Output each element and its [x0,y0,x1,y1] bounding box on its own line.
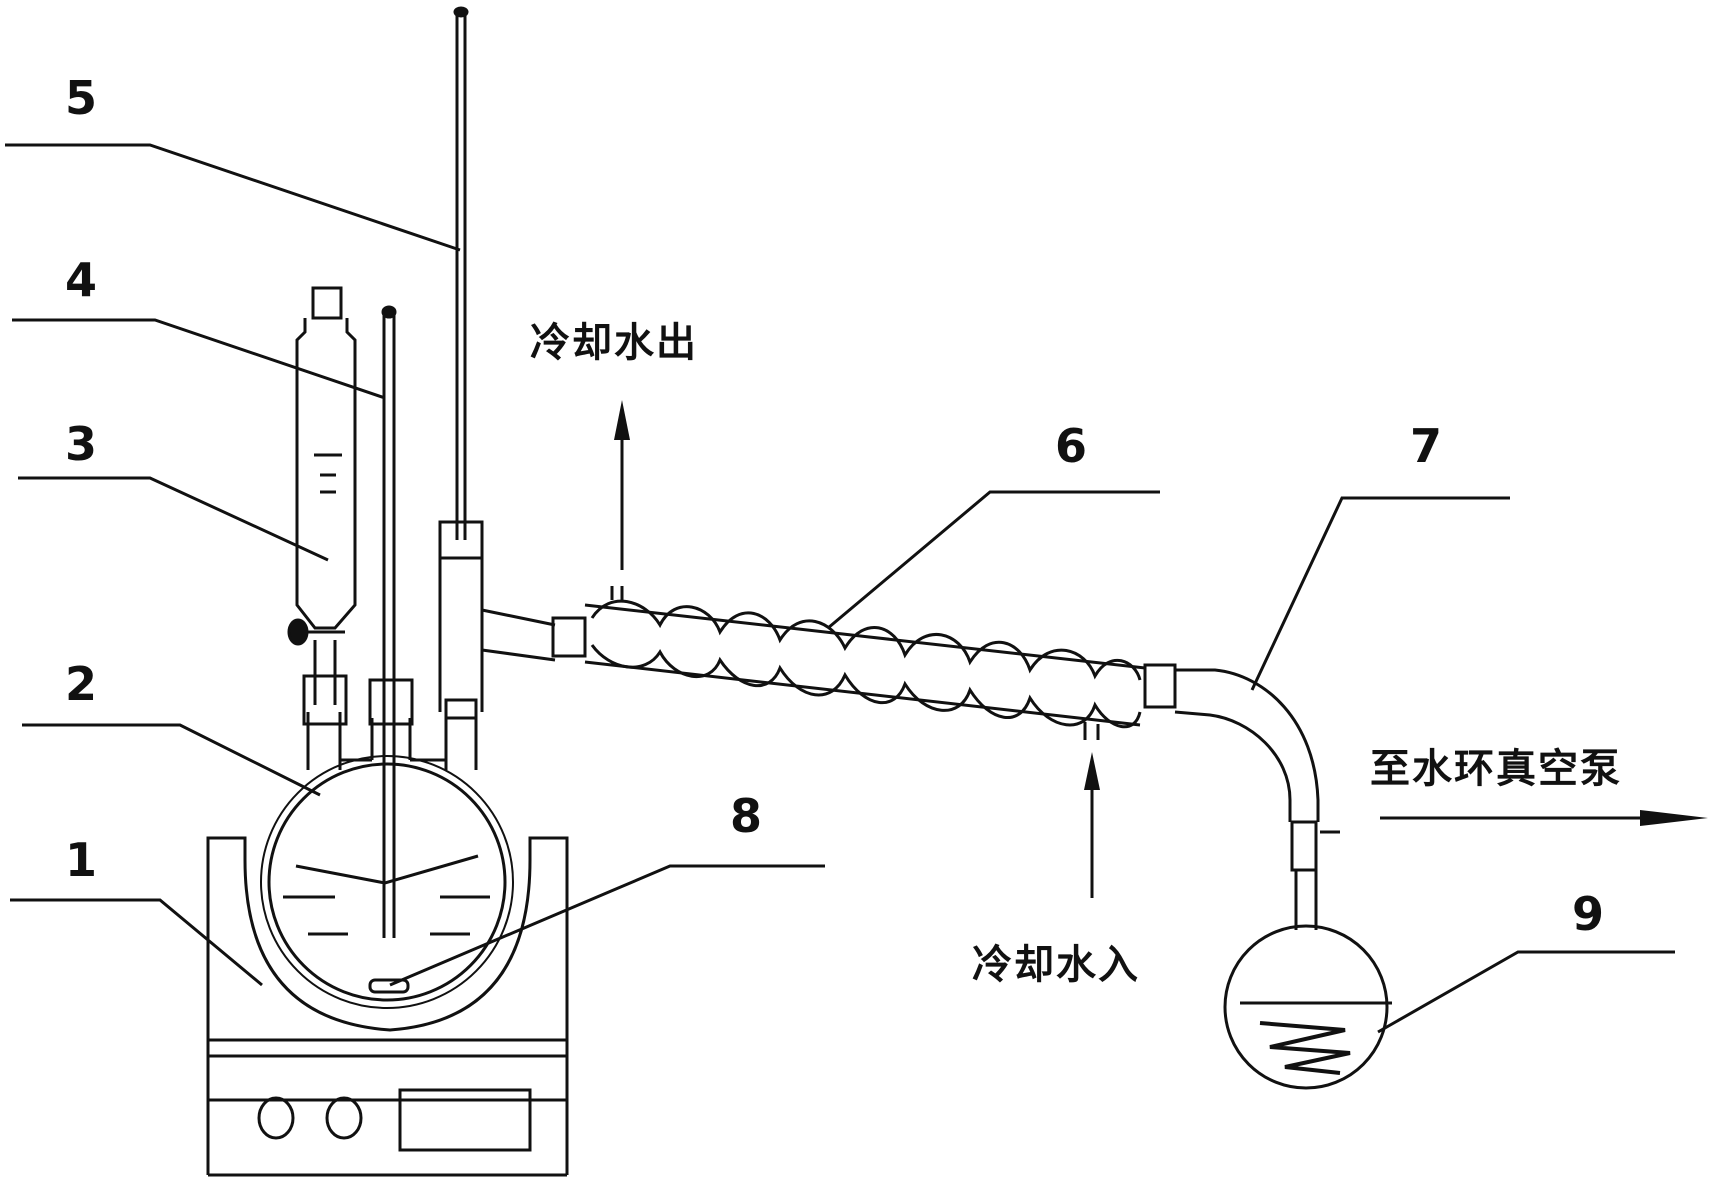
label-to-vacuum-pump: 至水环真空泵 [1370,746,1622,792]
label-4: 4 [65,253,97,307]
water-in-arrow [1084,752,1100,898]
leader-1 [10,898,263,987]
label-2: 2 [65,657,97,711]
label-1: 1 [65,833,97,887]
leader-6 [827,490,1160,630]
leader-4 [12,318,386,400]
label-water-in: 冷却水入 [972,942,1140,988]
water-out-arrow [614,400,630,570]
control-knob-right [325,1096,363,1140]
leader-2 [22,723,321,797]
leader-8 [389,864,825,987]
leader-3 [18,476,329,562]
label-6: 6 [1055,419,1087,473]
bulb-condenser [584,586,1177,740]
vacuum-pump-arrow [1380,810,1708,826]
heating-stirrer [206,836,569,1152]
leader-lines [5,143,1675,1034]
dropping-funnel [287,286,357,726]
joint-right [1143,663,1177,709]
joint-left [551,616,587,658]
side-arm [481,608,587,662]
label-7: 7 [1410,419,1442,473]
leader-9 [1377,950,1675,1034]
three-neck-flask [260,712,514,1009]
display-panel [398,1088,532,1152]
label-3: 3 [65,417,97,471]
stirrer-rod [438,6,484,720]
stir-bar [368,978,410,994]
bent-adapter [1174,668,1340,872]
label-8: 8 [730,789,762,843]
label-5: 5 [65,71,97,125]
thermometer [368,305,414,938]
control-knob-left [257,1096,295,1140]
receiving-flask [1223,870,1392,1090]
label-9: 9 [1572,887,1604,941]
leader-7 [1250,496,1510,691]
leader-5 [5,143,461,252]
label-water-out: 冷却水出 [530,320,698,366]
